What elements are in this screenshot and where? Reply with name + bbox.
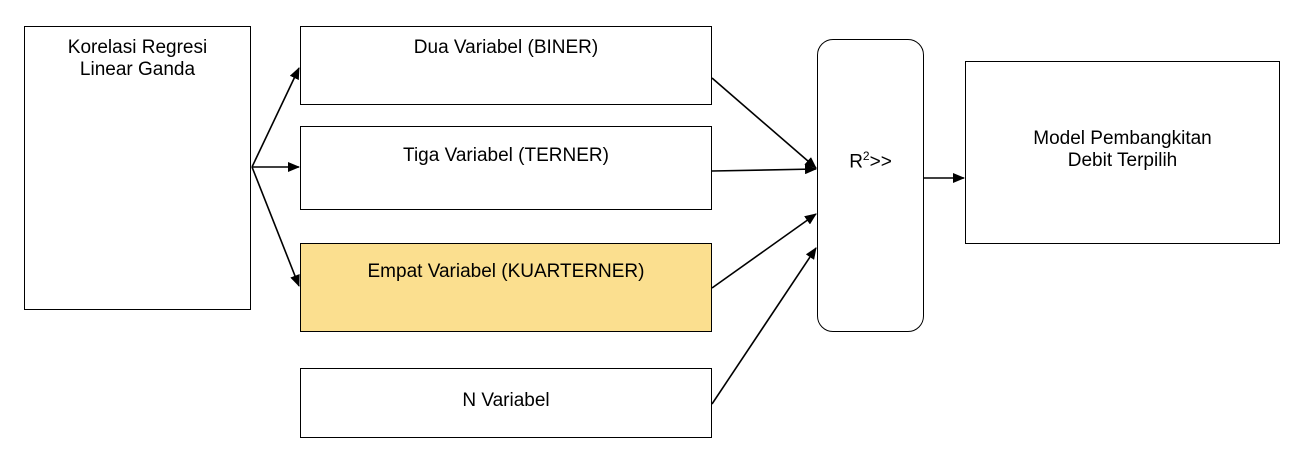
- arrow-source-to-kuarterner: [251, 166, 300, 287]
- arrow-biner-to-criterion: [711, 77, 817, 169]
- result-line-1: Model Pembangkitan: [1033, 128, 1212, 149]
- option-label-kuarterner: Empat Variabel (KUARTERNER): [367, 261, 645, 282]
- result-line-2: Debit Terpilih: [1067, 150, 1178, 171]
- arrow-kuarterner-to-criterion: [711, 213, 817, 289]
- criterion-suffix: >>: [869, 151, 892, 173]
- result-node-model-terpilih: Model Pembangkitan Debit Terpilih: [965, 61, 1280, 244]
- criterion-base: R: [849, 151, 863, 173]
- arrow-source-to-biner: [251, 67, 300, 168]
- arrow-nvariabel-to-criterion: [711, 247, 817, 405]
- criterion-node-r-squared: R2>>: [817, 39, 924, 332]
- source-line-2: Linear Ganda: [79, 59, 196, 80]
- criterion-label: R2>>: [818, 145, 923, 173]
- option-label-n-variabel: N Variabel: [462, 390, 550, 411]
- option-node-biner: Dua Variabel (BINER): [300, 26, 712, 105]
- option-label-terner: Tiga Variabel (TERNER): [403, 145, 609, 166]
- option-node-terner: Tiga Variabel (TERNER): [300, 126, 712, 210]
- option-node-n-variabel: N Variabel: [300, 368, 712, 438]
- option-node-kuarterner: Empat Variabel (KUARTERNER): [300, 243, 712, 332]
- arrow-terner-to-criterion: [711, 164, 817, 175]
- option-label-biner: Dua Variabel (BINER): [413, 37, 599, 58]
- criterion-superscript: 2: [862, 149, 870, 163]
- source-node-korelasi-regresi: Korelasi Regresi Linear Ganda: [24, 26, 251, 310]
- source-line-1: Korelasi Regresi: [67, 37, 208, 58]
